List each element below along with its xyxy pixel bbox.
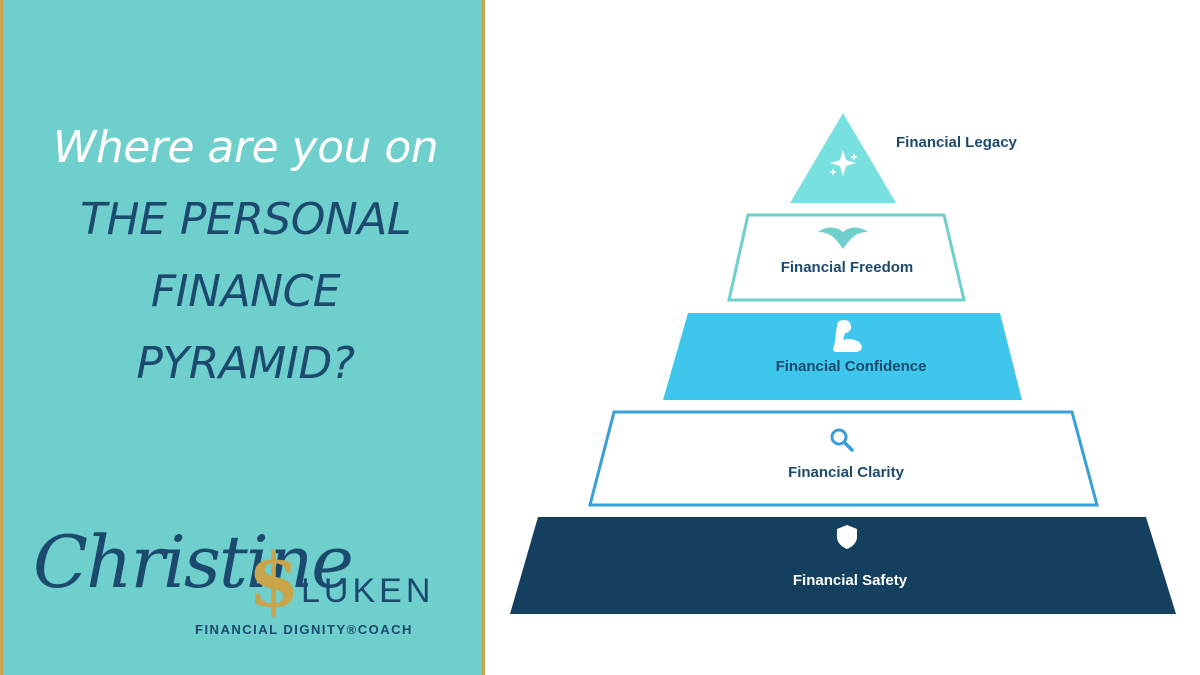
flexed-arm-icon — [832, 319, 862, 352]
headline-intro: Where are you on — [52, 122, 439, 173]
headline-line: PYRAMID? — [136, 338, 355, 389]
headline-line: THE PERSONAL — [80, 194, 411, 245]
pyramid-tier-confidence: Financial Confidence — [663, 313, 1022, 400]
headline: Where are you on THE PERSONAL FINANCE PY… — [3, 112, 488, 400]
clarity-trapezoid — [588, 410, 1099, 507]
tier-label-safety: Financial Safety — [793, 572, 908, 589]
freedom-trapezoid — [727, 213, 966, 302]
tier-label-clarity: Financial Clarity — [788, 464, 905, 481]
brand-dollar-mark: $ — [248, 538, 300, 624]
headline-line: FINANCE — [150, 266, 341, 317]
shield-icon — [837, 525, 857, 549]
pyramid-tier-clarity: Financial Clarity — [588, 410, 1099, 507]
title-panel: Where are you on THE PERSONAL FINANCE PY… — [0, 0, 485, 675]
safety-trapezoid — [510, 517, 1176, 614]
confidence-trapezoid — [663, 313, 1022, 400]
brand-logo: Christine $ LUKEN FINANCIAL DIGNITY®COAC… — [33, 520, 463, 650]
pyramid-tier-legacy: Financial Legacy — [790, 113, 1018, 203]
sparkle-icon — [829, 150, 858, 176]
brand-tagline: FINANCIAL DIGNITY®COACH — [195, 622, 413, 637]
eagle-icon — [818, 227, 868, 249]
pyramid-tier-freedom: Financial Freedom — [727, 213, 966, 302]
tier-label-legacy: Financial Legacy — [896, 134, 1018, 151]
pyramid-tier-safety: Financial Safety — [510, 517, 1176, 614]
tier-label-freedom: Financial Freedom — [781, 259, 914, 276]
magnifier-icon — [830, 428, 854, 452]
brand-surname: LUKEN — [301, 572, 435, 610]
brand-script-name: Christine — [33, 520, 354, 604]
tier-label-confidence: Financial Confidence — [776, 358, 927, 375]
